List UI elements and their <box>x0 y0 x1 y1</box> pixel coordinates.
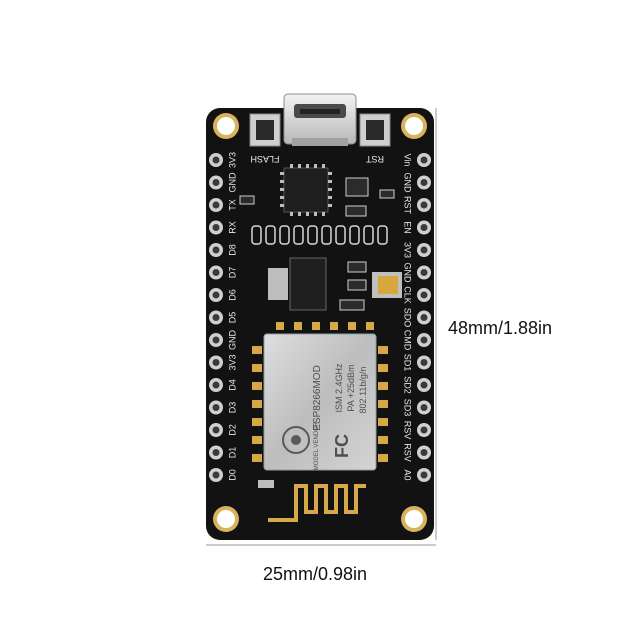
pin-hole <box>212 426 220 434</box>
pin-label-right-0: Vin <box>403 154 413 167</box>
module-spec-2: PA +25dBm <box>346 364 356 411</box>
right-pin-header <box>417 153 431 482</box>
pin-hole <box>212 156 220 164</box>
module-vendor-text: MODEL VENDOR <box>314 421 320 470</box>
pin-hole <box>212 404 220 411</box>
pin-label-left-0: 3V3 <box>227 152 237 168</box>
fcc-logo <box>282 426 310 454</box>
pin-hole <box>420 381 428 389</box>
pin-hole <box>212 449 220 456</box>
pin-label-right-13: RSV <box>403 443 413 462</box>
rst-button <box>359 113 391 147</box>
pin-label-left-7: D5 <box>227 312 237 324</box>
pin-label-right-10: SD2 <box>403 376 413 394</box>
pin-hole <box>212 359 220 366</box>
module-silkscreen: ESP8266MOD ISM 2.4GHz PA +25dBm 802.11b/… <box>312 363 368 470</box>
pin-label-left-9: 3V3 <box>227 354 237 370</box>
pin-label-left-11: D3 <box>227 402 237 414</box>
rst-label: RST <box>365 154 384 164</box>
pin-hole <box>420 314 428 321</box>
pin-hole <box>212 471 220 479</box>
pin-hole <box>420 179 428 186</box>
pin-label-right-9: SD1 <box>403 354 413 372</box>
pcb-antenna <box>258 478 380 530</box>
left-pin-header <box>209 153 223 482</box>
pin-label-left-4: D8 <box>227 244 237 256</box>
pin-hole <box>420 269 428 276</box>
pin-label-right-4: 3V3 <box>403 242 413 258</box>
pin-label-left-14: D0 <box>227 469 237 481</box>
pin-label-left-5: D7 <box>227 267 237 279</box>
module-spec-3: 802.11b/g/n <box>358 367 368 414</box>
pin-label-right-3: EN <box>403 221 413 234</box>
pin-label-right-8: CMD <box>403 330 413 351</box>
pin-label-right-11: SD3 <box>403 399 413 417</box>
pin-label-right-12: RSV <box>403 421 413 440</box>
pin-hole <box>212 201 220 209</box>
pin-hole <box>420 156 428 164</box>
pin-hole <box>420 449 428 456</box>
pin-hole <box>212 246 220 254</box>
pin-label-left-1: GND <box>227 172 237 193</box>
flash-button <box>249 113 281 147</box>
pin-label-right-2: RST <box>403 196 413 215</box>
module-spec-1: ISM 2.4GHz <box>334 363 344 413</box>
pin-label-right-7: SDO <box>403 308 413 328</box>
pin-hole <box>212 381 220 389</box>
pin-hole <box>212 179 220 186</box>
pin-hole <box>212 269 220 276</box>
width-dimension-label: 25mm/0.98in <box>263 564 368 584</box>
pin-label-left-12: D2 <box>227 424 237 436</box>
module-fcc-text: FC <box>332 434 352 458</box>
pin-hole <box>420 471 428 479</box>
pin-hole <box>420 336 428 344</box>
tantalum-capacitor <box>372 272 402 298</box>
flash-label: FLASH <box>250 154 279 164</box>
pin-label-right-6: CLK <box>403 286 413 304</box>
pin-hole <box>420 291 428 299</box>
module-model-text: ESP8266MOD <box>312 365 323 431</box>
right-pin-labels: VinGNDRSTEN3V3GNDCLKSDOCMDSD1SD2SD3RSVRS… <box>403 154 413 481</box>
pin-label-left-10: D4 <box>227 379 237 391</box>
module-pads <box>252 322 388 462</box>
pin-hole <box>212 224 220 231</box>
pin-hole <box>212 336 220 344</box>
mounting-holes <box>213 113 427 532</box>
pin-label-right-1: GND <box>403 173 413 194</box>
pin-hole <box>420 224 428 231</box>
pin-label-left-3: RX <box>227 221 237 234</box>
voltage-regulator <box>268 257 327 311</box>
pin-label-left-6: D6 <box>227 289 237 301</box>
pin-hole <box>420 404 428 411</box>
pin-hole <box>212 314 220 321</box>
pin-label-right-5: GND <box>403 263 413 284</box>
pin-hole <box>420 359 428 366</box>
pin-label-left-13: D1 <box>227 447 237 459</box>
pin-label-left-2: TX <box>227 199 237 211</box>
pin-hole <box>420 246 428 254</box>
height-dimension-label: 48mm/1.88in <box>448 318 553 338</box>
pin-hole <box>212 291 220 299</box>
usb-uart-chip <box>280 164 332 216</box>
esp-module-shield <box>263 333 377 471</box>
pin-label-left-8: GND <box>227 330 237 351</box>
pin-label-right-14: A0 <box>403 469 413 480</box>
resistor-row <box>251 225 388 245</box>
smd-components <box>239 177 395 311</box>
micro-usb-connector <box>283 93 357 146</box>
pin-hole <box>420 201 428 209</box>
pin-hole <box>420 426 428 434</box>
